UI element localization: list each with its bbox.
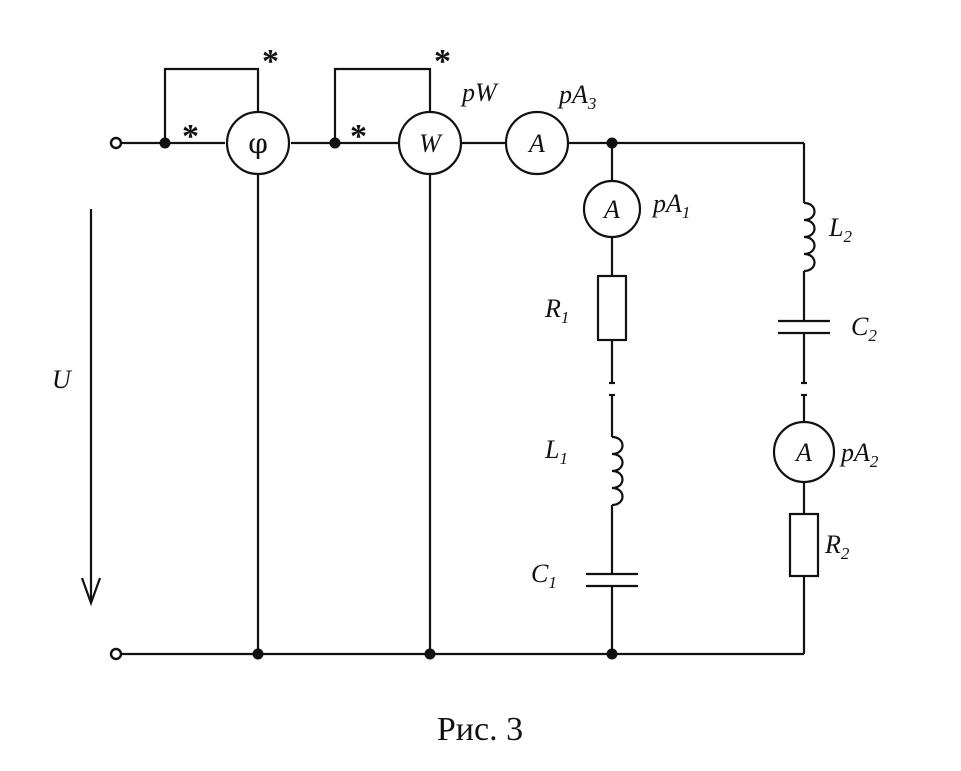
capacitor-c1-label-sub: 1 xyxy=(548,573,557,592)
inductor-l2-label-main: L xyxy=(828,213,843,242)
wattmeter-voltage-star: * xyxy=(434,43,451,80)
voltage-arrow-head xyxy=(80,577,102,607)
input-terminal-bottom xyxy=(109,647,123,661)
inductor-l2 xyxy=(803,201,816,273)
ammeter-pa2-label-sub: 2 xyxy=(870,452,879,471)
input-terminal-top xyxy=(109,136,123,150)
inductor-l1 xyxy=(611,435,624,507)
wattmeter-current-star: * xyxy=(350,118,367,155)
ammeter-pa2-label-main: pA xyxy=(839,438,870,467)
phase-meter-voltage-star: * xyxy=(262,43,279,80)
resistor-r2-label: R2 xyxy=(824,530,850,563)
wires xyxy=(120,67,806,656)
phase-meter-current-star: * xyxy=(182,118,199,155)
capacitor-c2-label-sub: 2 xyxy=(868,326,877,345)
voltage-arrow xyxy=(80,209,102,607)
ammeter-pa3-circle xyxy=(504,110,570,176)
phase-meter-symbol: φ xyxy=(248,127,268,160)
resistor-r1-label: R1 xyxy=(544,294,569,327)
ammeter-pa2-label: pA2 xyxy=(839,438,879,471)
junction-branch-split xyxy=(606,137,618,149)
ammeter-pa1-symbol: A xyxy=(602,195,620,224)
phase-meter-loop xyxy=(163,67,260,143)
ammeter-pa3-symbol: A xyxy=(527,129,545,158)
phase-meter: φ xyxy=(225,110,291,176)
junction-bottom-phase xyxy=(252,648,264,660)
inductor-l1-label-sub: 1 xyxy=(559,449,568,468)
inductor-l2-label-sub: 2 xyxy=(843,227,852,246)
capacitor-c2-label-main: C xyxy=(851,312,869,341)
resistor-r2-label-main: R xyxy=(824,530,841,559)
inductor-l1-label-main: L xyxy=(544,435,559,464)
resistor-r2-label-sub: 2 xyxy=(841,544,850,563)
ammeter-pa1-label: pA1 xyxy=(651,189,690,222)
voltage-label: U xyxy=(52,365,73,394)
capacitor-c2 xyxy=(778,319,830,335)
ammeter-pa1-label-sub: 1 xyxy=(682,203,691,222)
inductor-l2-label: L2 xyxy=(828,213,852,246)
capacitor-c1 xyxy=(586,572,638,588)
ammeter-pa2-circle xyxy=(772,420,836,484)
capacitor-c1-label: C1 xyxy=(531,559,557,592)
capacitor-c2-label: C2 xyxy=(851,312,877,345)
resistor-r1 xyxy=(596,274,628,342)
resistor-r1-label-main: R xyxy=(544,294,561,323)
ammeter-pa1-label-main: pA xyxy=(651,189,682,218)
junction-bottom-wattmeter xyxy=(424,648,436,660)
junction-bottom-branch1 xyxy=(606,648,618,660)
inductor-l1-label: L1 xyxy=(544,435,568,468)
wattmeter: W xyxy=(397,110,463,176)
ammeter-pa3-label-main: pA xyxy=(557,80,588,109)
figure-caption: Рис. 3 xyxy=(437,711,523,748)
resistor-r2 xyxy=(788,512,820,578)
ammeter-pa2-symbol: A xyxy=(794,438,812,467)
break-marks xyxy=(609,381,807,397)
wattmeter-symbol: W xyxy=(419,129,443,158)
junction-phase-loop xyxy=(159,137,171,149)
ammeter-pa1: A xyxy=(582,179,642,239)
ammeter-pa1-circle xyxy=(582,179,642,239)
ammeter-pa2: A xyxy=(772,420,836,484)
resistor-r1-label-sub: 1 xyxy=(561,308,570,327)
wattmeter-label: pW xyxy=(460,78,499,107)
ammeter-pa3-label-sub: 3 xyxy=(587,94,597,113)
ammeter-pa3-label: pA3 xyxy=(557,80,596,113)
junction-wattmeter-loop xyxy=(329,137,341,149)
capacitor-c1-label-main: C xyxy=(531,559,549,588)
wattmeter-circle xyxy=(397,110,463,176)
ammeter-pa3: A xyxy=(504,110,570,176)
phase-meter-circle xyxy=(225,110,291,176)
wattmeter-loop xyxy=(333,67,432,143)
